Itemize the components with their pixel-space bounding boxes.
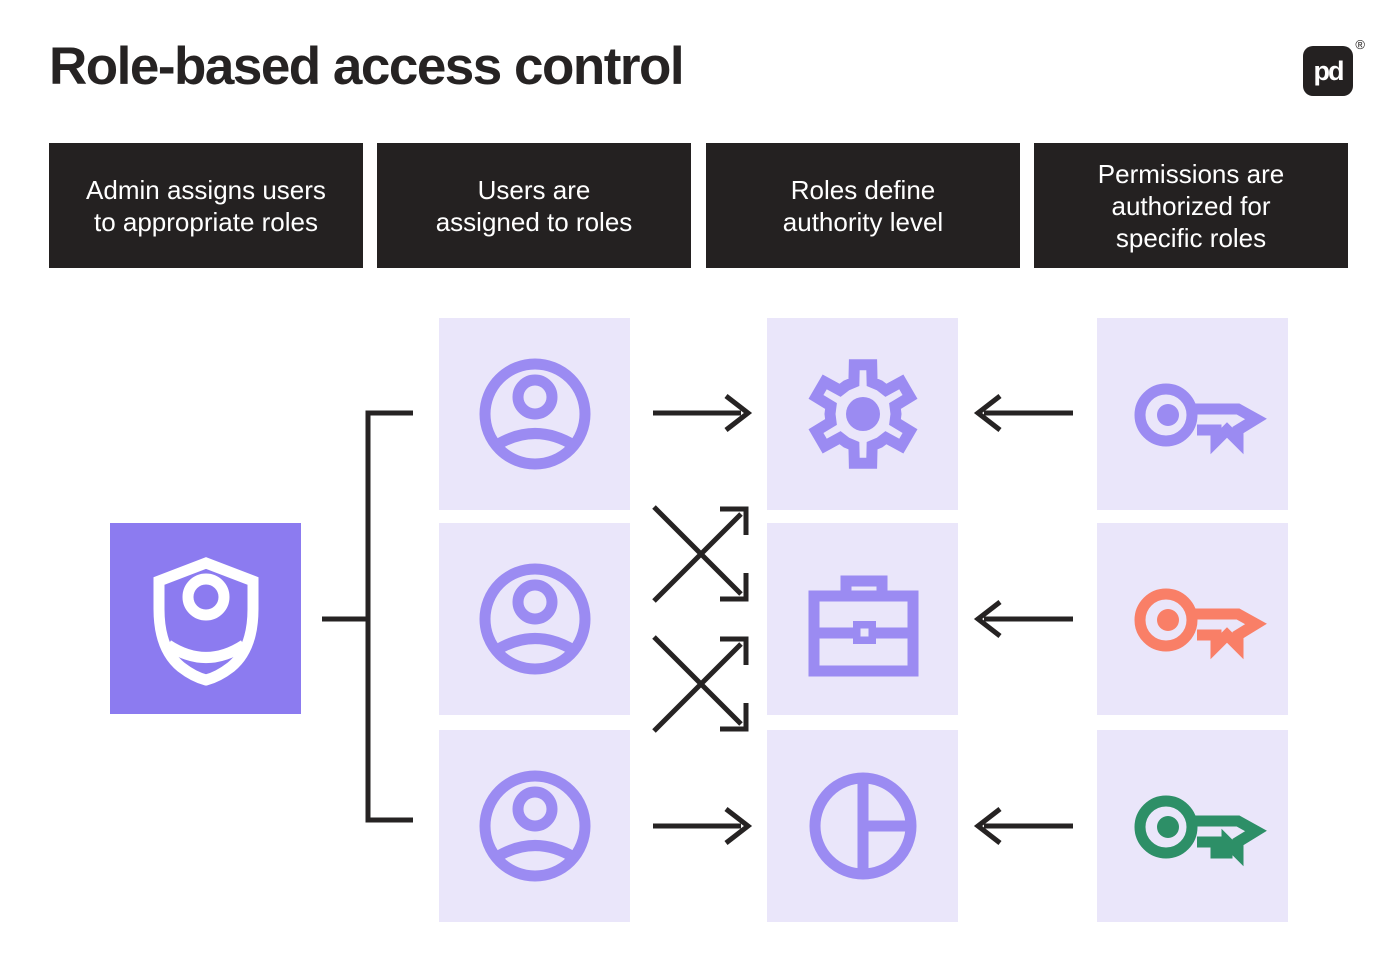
user-tile-3 bbox=[439, 730, 630, 922]
arrow-permission3-to-role3 bbox=[973, 807, 1073, 845]
step-label: Roles define authority level bbox=[782, 174, 944, 237]
arrow-user3-to-role3 bbox=[653, 807, 753, 845]
permission-tile-2 bbox=[1097, 523, 1288, 715]
user-tile-2 bbox=[439, 523, 630, 715]
gear-icon bbox=[808, 359, 917, 469]
step-box-roles-define: Roles define authority level bbox=[706, 143, 1020, 268]
user-icon bbox=[479, 770, 590, 882]
key-icon bbox=[1134, 383, 1267, 455]
step-box-admin-assigns: Admin assigns users to appropriate roles bbox=[49, 143, 363, 268]
crossed-arrows-users23-roles23 bbox=[652, 635, 749, 733]
user-tile-1 bbox=[439, 318, 630, 510]
arrow-permission1-to-role1 bbox=[973, 394, 1073, 432]
pandadoc-logo-mark: pd bbox=[1313, 55, 1345, 86]
step-box-users-assigned: Users are assigned to roles bbox=[377, 143, 691, 268]
role-tile-briefcase bbox=[767, 523, 958, 715]
registered-trademark-symbol: ® bbox=[1355, 37, 1365, 52]
crossed-arrows-users12-roles12 bbox=[652, 505, 749, 603]
user-icon bbox=[479, 358, 590, 470]
role-tile-gear bbox=[767, 318, 958, 510]
step-label: Permissions are authorized for specific … bbox=[1097, 158, 1285, 253]
page-title: Role-based access control bbox=[49, 37, 685, 96]
shield-user-icon bbox=[153, 556, 258, 686]
pandadoc-logo: pd ® bbox=[1303, 37, 1365, 96]
arrow-user1-to-role1 bbox=[653, 394, 753, 432]
key-icon bbox=[1134, 588, 1267, 660]
briefcase-icon bbox=[808, 575, 918, 677]
user-icon bbox=[479, 563, 590, 675]
step-label: Users are assigned to roles bbox=[435, 174, 633, 237]
permission-tile-1 bbox=[1097, 318, 1288, 510]
permission-tile-3 bbox=[1097, 730, 1288, 922]
admin-to-users-bracket bbox=[322, 410, 413, 823]
pie-chart-icon bbox=[809, 772, 916, 880]
key-icon bbox=[1134, 795, 1267, 867]
admin-tile bbox=[110, 523, 301, 714]
step-label: Admin assigns users to appropriate roles bbox=[86, 174, 326, 237]
arrow-permission2-to-role2 bbox=[973, 600, 1073, 638]
step-box-permissions-authorized: Permissions are authorized for specific … bbox=[1034, 143, 1348, 268]
role-tile-pie-chart bbox=[767, 730, 958, 922]
